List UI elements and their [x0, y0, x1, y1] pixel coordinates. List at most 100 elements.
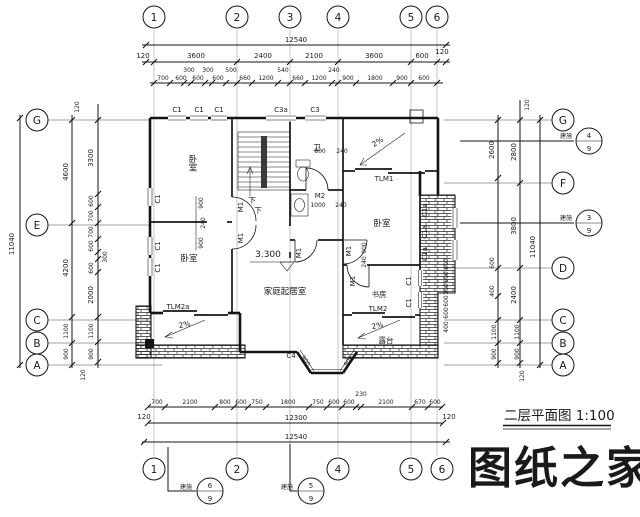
room-label-bath: 卫	[313, 143, 321, 152]
dim-label: 600	[443, 258, 450, 270]
detail-ref-sheet: 9	[587, 145, 591, 153]
window-label: C1	[154, 194, 162, 203]
dim-label: 800	[219, 399, 231, 406]
sink-icon	[294, 198, 305, 212]
detail-ref-num: 5	[309, 482, 313, 490]
dim-label: 600	[88, 195, 95, 207]
slope-arrow-topright	[359, 157, 367, 166]
window-label: C1	[194, 106, 203, 114]
door-m1-bedroom3	[342, 239, 368, 265]
dim-label: 1200	[258, 75, 273, 82]
dim-label: 660	[239, 75, 251, 82]
door-m1-bedroom2	[231, 224, 257, 250]
dim-label: 300	[443, 283, 450, 295]
door-m1-bedroom1	[231, 196, 257, 222]
corner-post	[409, 109, 424, 124]
door-label: M1	[237, 233, 245, 244]
grid-lines	[48, 30, 552, 456]
grid-bubble-label: 5	[408, 12, 415, 24]
right-bottom-railing	[342, 344, 439, 359]
dim-label: 900	[299, 354, 311, 368]
window-label: C1	[214, 106, 223, 114]
grid-bubble-label: 4	[335, 464, 342, 476]
dim-label: 900	[198, 237, 205, 249]
door-label: TLM2	[368, 305, 388, 313]
dimension-ticks	[16, 41, 544, 446]
slope-arrow-right	[357, 332, 367, 340]
dim-label: 900	[198, 197, 205, 209]
grid-bubble-label: A	[33, 360, 41, 372]
grid-bubble-label: B	[559, 338, 566, 350]
window-label: C1	[172, 106, 181, 114]
dim-label: 600	[418, 75, 430, 82]
room-label-bedroom1: 卧室	[187, 155, 197, 172]
detail-ref-sheet: 9	[309, 495, 313, 503]
window-c3	[305, 114, 326, 122]
stair-direction-arrow	[246, 166, 254, 175]
window-label: C1	[405, 276, 413, 285]
grid-bubble-label: F	[560, 178, 566, 190]
window-c1a-bay-2	[451, 240, 459, 260]
grid-bubble-label: 6	[439, 464, 446, 476]
dim-label: 670	[414, 399, 426, 406]
windows	[146, 114, 459, 372]
dim-label: 600	[212, 75, 224, 82]
slope-arrow-left	[164, 331, 174, 339]
dim-label: 11040	[8, 233, 16, 255]
dim-label: 1800	[280, 399, 295, 406]
dim-label: 600	[192, 75, 204, 82]
detail-ref-prefix: 建施	[560, 132, 572, 140]
dimension-lines	[19, 44, 574, 492]
detail-ref-num: 4	[587, 132, 592, 140]
room-label-terrace: 露台	[379, 335, 394, 345]
grid-bubble-label: G	[33, 115, 41, 127]
sliding-doors	[163, 168, 425, 318]
stair-down-label: 下	[254, 206, 262, 215]
dim-label: 400	[489, 285, 496, 297]
dim-label: 120	[80, 369, 87, 381]
detail-ref-sheet: 9	[587, 227, 591, 235]
dim-label: 700	[151, 399, 163, 406]
dim-label: 120	[74, 101, 81, 113]
grid-bubble-label: G	[559, 115, 567, 127]
door-label: TLM1	[374, 175, 394, 183]
dim-label: 540	[277, 67, 289, 74]
walls	[148, 109, 440, 375]
door-m1-study	[346, 264, 370, 288]
dim-label: 2100	[182, 399, 197, 406]
window-c1-top-3	[211, 114, 227, 122]
dim-label: 2000	[87, 286, 95, 304]
dim-label: 700	[157, 75, 169, 82]
window-label: C1	[154, 241, 162, 250]
dim-label: 2100	[378, 399, 393, 406]
dim-label: 120	[524, 99, 531, 111]
detail-refs: 4 9 建施 3 9 建施 6 9 建施 5 9 建施	[180, 127, 603, 505]
window-c1-left-1	[146, 188, 154, 206]
dim-label: 300	[102, 251, 109, 263]
grid-bubble-label: 1	[151, 464, 158, 476]
dim-label: 2400	[254, 52, 272, 60]
terrace-railings	[135, 194, 456, 359]
dim-label: 660	[292, 75, 304, 82]
slope-label-left: 2%	[178, 319, 192, 330]
opening-labels: C1 C1 C1 C3a C3 C1 C1 C1 C1a C1a C1a C1 …	[154, 106, 429, 360]
dim-label: 120	[442, 413, 455, 421]
window-c3a	[266, 114, 296, 122]
dim-label: 600	[343, 399, 355, 406]
grid-bubbles: 1 2 3 4 5 6 1 2 4 5 6 G E C B A G F D C …	[25, 5, 575, 481]
dim-label: 12540	[285, 36, 307, 44]
dim-label: 600	[88, 262, 95, 274]
right-bay-railing	[419, 194, 456, 346]
dim-label: 500	[225, 67, 237, 74]
dim-label: 600	[175, 75, 187, 82]
drawing-title: 二层平面图 1:100	[504, 408, 615, 424]
grid-bubble-label: C	[33, 315, 40, 327]
grid-bubble-label: 1	[151, 12, 158, 24]
dim-label: 800	[314, 148, 326, 155]
room-label-bedroom3: 卧室	[373, 218, 391, 229]
window-c1-top-1	[168, 114, 186, 122]
window-label: C1	[405, 298, 413, 307]
dim-text-bottom: 700 2100 800 600 750 1800 750 600 600 23…	[137, 391, 455, 441]
dim-label: 1100	[491, 324, 498, 339]
